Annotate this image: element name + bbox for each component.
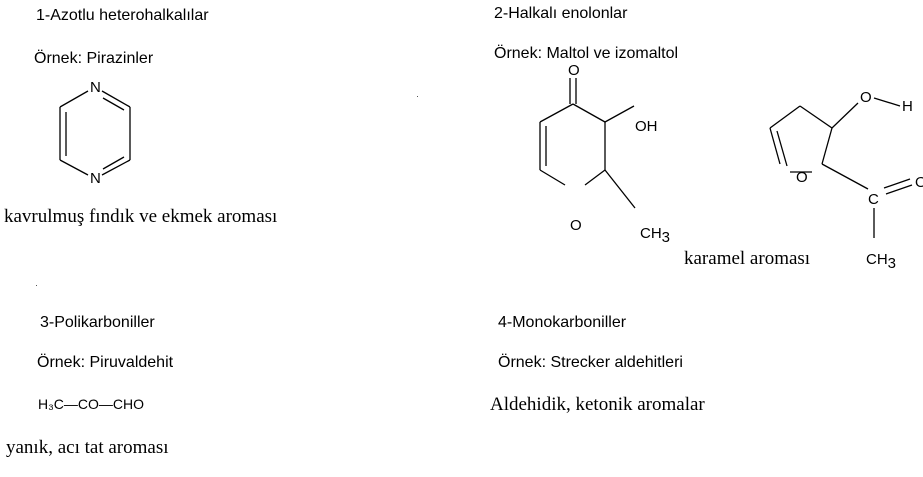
section-4-example: Örnek: Strecker aldehitleri: [498, 354, 683, 371]
scan-speck: [36, 285, 37, 286]
maltol-ring-o: O: [570, 217, 582, 234]
isomaltol-structure: O H O C O CH3: [769, 89, 923, 272]
section-2-aroma: karamel aroması: [684, 248, 811, 269]
isomaltol-carbonyl-c: C: [868, 191, 879, 208]
scan-speck: [417, 96, 418, 97]
maltol-oh: OH: [635, 118, 658, 135]
isomaltol-ch3: CH3: [866, 251, 896, 272]
maltol-structure: O OH O CH3: [539, 62, 670, 246]
maltol-carbonyl-o: O: [568, 62, 580, 79]
isomaltol-ring-o: O: [796, 169, 808, 186]
isomaltol-carbonyl-o: O: [915, 174, 923, 191]
section-3-aroma: yanık, acı tat aroması: [6, 437, 169, 458]
section-3-title: 3-Polikarboniller: [40, 314, 155, 331]
section-3-example: Örnek: Piruvaldehit: [37, 354, 174, 371]
isomaltol-oh-o: O: [860, 89, 872, 106]
pyrazine-n-bottom: N: [90, 170, 101, 187]
section-1-aroma: kavrulmuş fındık ve ekmek aroması: [4, 206, 278, 227]
section-4-aroma: Aldehidik, ketonik aromalar: [490, 394, 705, 415]
section-4-title: 4-Monokarboniller: [498, 314, 627, 331]
isomaltol-oh-h: H: [902, 98, 913, 115]
piruvaldehit-formula: H₃C—CO—CHO: [38, 396, 145, 412]
section-2-title: 2-Halkalı enolonlar: [494, 5, 628, 22]
section-1-example: Örnek: Pirazinler: [34, 50, 154, 67]
maltol-ch3: CH3: [640, 225, 670, 246]
pyrazine-structure: N N: [59, 79, 131, 187]
section-2-example: Örnek: Maltol ve izomaltol: [494, 45, 679, 62]
pyrazine-n-top: N: [90, 79, 101, 96]
section-1-title: 1-Azotlu heterohalkalılar: [36, 7, 209, 24]
